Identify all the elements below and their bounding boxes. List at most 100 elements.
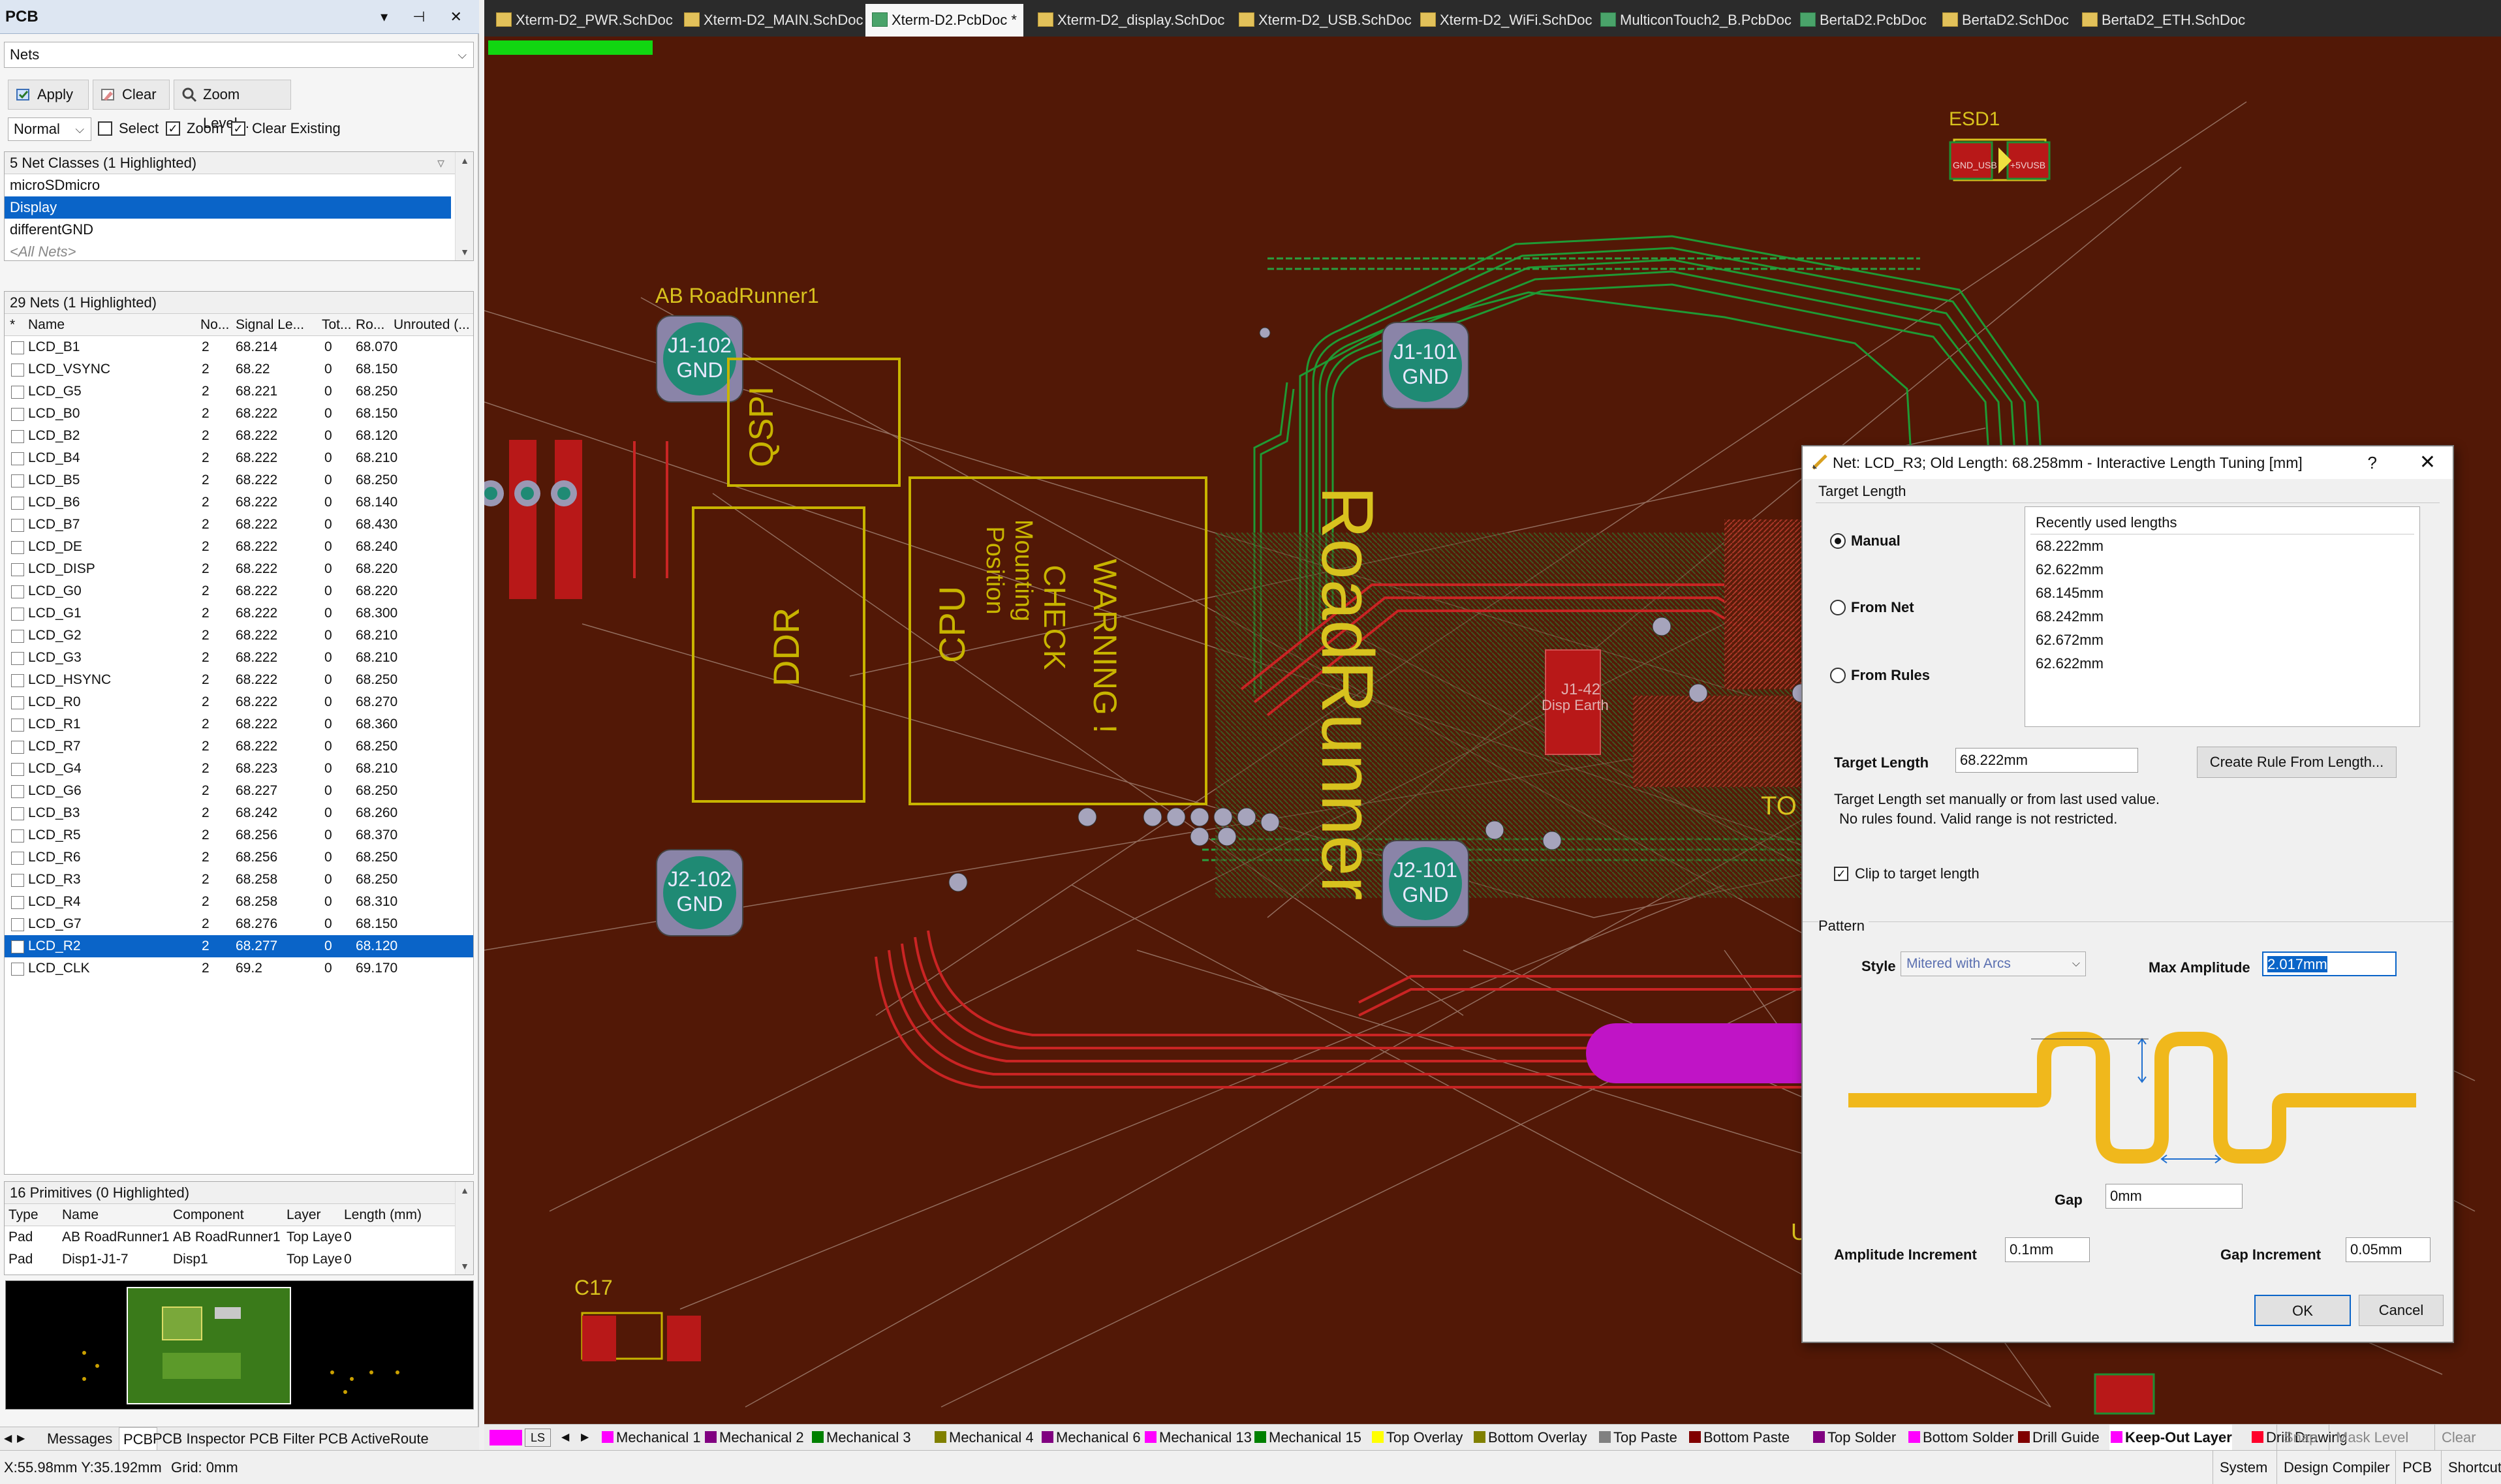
layer-tab[interactable]: Mechanical 13 [1143, 1425, 1252, 1451]
doc-tab[interactable]: Xterm-D2_USB.SchDoc [1232, 4, 1412, 37]
recent-length-item[interactable]: 68.242mm [2036, 608, 2104, 625]
scroll-down-icon[interactable]: ▼ [460, 1261, 469, 1271]
net-highlight-checkbox[interactable] [11, 696, 24, 709]
net-highlight-checkbox[interactable] [11, 940, 24, 953]
net-highlight-checkbox[interactable] [11, 719, 24, 732]
primitive-row[interactable]: Pad AB RoadRunner1 AB RoadRunner1 Top La… [5, 1226, 473, 1248]
select-checkbox[interactable]: Select [98, 117, 159, 140]
layer-tab[interactable]: Top Paste [1598, 1425, 1677, 1451]
component-pad[interactable] [2094, 1373, 2155, 1415]
system-button[interactable]: System [2213, 1451, 2274, 1484]
mounting-pad-j1-102[interactable]: J1-102 GND [656, 315, 743, 403]
current-layer-swatch[interactable] [489, 1430, 522, 1445]
help-button[interactable]: ? [2367, 453, 2377, 472]
doc-tab[interactable]: Xterm-D2_PWR.SchDoc [489, 4, 673, 37]
ok-button[interactable]: OK [2254, 1295, 2351, 1326]
net-highlight-checkbox[interactable] [11, 763, 24, 776]
net-highlight-checkbox[interactable] [11, 829, 24, 842]
net-highlight-checkbox[interactable] [11, 630, 24, 643]
layer-tab[interactable]: Bottom Overlay [1472, 1425, 1587, 1451]
layer-next-icon[interactable]: ▶ [581, 1432, 589, 1443]
layer-set-button[interactable]: LS [525, 1429, 551, 1447]
scroll-up-icon[interactable]: ▲ [460, 1185, 469, 1196]
doc-tab[interactable]: Xterm-D2_WiFi.SchDoc [1414, 4, 1592, 37]
mounting-pad-j2-102[interactable]: J2-102 GND [656, 849, 743, 936]
target-length-input[interactable]: 68.222mm [1955, 748, 2138, 773]
net-highlight-checkbox[interactable] [11, 497, 24, 510]
col-length[interactable]: Length (mm) [344, 1207, 422, 1222]
net-highlight-checkbox[interactable] [11, 674, 24, 687]
gap-increment-input[interactable]: 0.05mm [2346, 1237, 2431, 1262]
net-highlight-checkbox[interactable] [11, 918, 24, 931]
filter-icon[interactable]: ▿ [437, 155, 444, 171]
layer-tab[interactable]: Mechanical 6 [1040, 1425, 1141, 1451]
layer-tab[interactable]: Top Overlay [1371, 1425, 1463, 1451]
layer-tab[interactable]: Bottom Paste [1688, 1425, 1790, 1451]
net-highlight-checkbox[interactable] [11, 852, 24, 865]
mounting-pad-j2-101[interactable]: J2-101 GND [1382, 840, 1469, 927]
primitives-scrollbar[interactable]: ▲ ▼ [455, 1182, 473, 1275]
col-type[interactable]: Type [8, 1207, 39, 1222]
tab-pcb-filter[interactable]: PCB Filter [249, 1430, 315, 1447]
shortcuts-button[interactable]: Shortcuts [2441, 1451, 2501, 1484]
net-class-item-selected[interactable]: Display [5, 196, 451, 219]
net-highlight-checkbox[interactable] [11, 741, 24, 754]
clip-to-target-checkbox[interactable]: ✓ Clip to target length [1834, 863, 1980, 885]
board-minimap[interactable] [5, 1280, 474, 1410]
net-highlight-checkbox[interactable] [11, 430, 24, 443]
net-highlight-checkbox[interactable] [11, 874, 24, 887]
doc-tab[interactable]: BertaD2.SchDoc [1936, 4, 2069, 37]
from-net-radio[interactable]: From Net [1830, 598, 1914, 617]
layer-tab[interactable]: Mechanical 15 [1253, 1425, 1361, 1451]
max-amplitude-input[interactable]: 2.017mm [2262, 951, 2397, 976]
net-highlight-checkbox[interactable] [11, 474, 24, 487]
net-classes-scrollbar[interactable]: ▲ ▼ [455, 152, 473, 260]
snap-button[interactable]: Snap [2276, 1425, 2317, 1451]
pcb-button[interactable]: PCB [2395, 1451, 2438, 1484]
j1-42-pad[interactable]: J1-42 Disp Earth [1542, 649, 1609, 755]
net-highlight-checkbox[interactable] [11, 363, 24, 377]
left-connector[interactable] [484, 440, 582, 599]
net-highlight-checkbox[interactable] [11, 652, 24, 665]
recent-length-item[interactable]: 62.622mm [2036, 561, 2104, 578]
clear-existing-checkbox[interactable]: ✓ Clear Existing [231, 117, 341, 140]
tab-messages[interactable]: Messages [47, 1430, 113, 1447]
col-nodes[interactable]: No... [200, 317, 230, 332]
net-highlight-checkbox[interactable] [11, 608, 24, 621]
doc-tab[interactable]: MulticonTouch2_B.PcbDoc [1594, 4, 1792, 37]
tab-prev-icon[interactable]: ◀ [4, 1433, 12, 1444]
clear-button[interactable]: Clear [93, 80, 170, 110]
net-class-item[interactable]: <All Nets> [5, 241, 473, 260]
col-component[interactable]: Component [173, 1207, 244, 1222]
primitive-row[interactable]: Pad Disp1-J1-7 Disp1 Top Layer 0 [5, 1248, 473, 1271]
net-highlight-checkbox[interactable] [11, 585, 24, 598]
panel-mode-dropdown[interactable]: Nets ⌵ [4, 42, 474, 68]
layer-tab[interactable]: Mechanical 2 [704, 1425, 804, 1451]
gap-input[interactable]: 0mm [2105, 1184, 2243, 1209]
net-highlight-checkbox[interactable] [11, 785, 24, 798]
doc-tab[interactable]: BertaD2.PcbDoc [1794, 4, 1927, 37]
layer-tab[interactable]: Drill Drawing [2250, 1425, 2348, 1451]
tab-pcb-activeroute[interactable]: PCB ActiveRoute [318, 1430, 429, 1447]
col-name[interactable]: Name [62, 1207, 99, 1222]
layer-prev-icon[interactable]: ◀ [561, 1432, 570, 1443]
layer-tab[interactable]: Mechanical 1 [600, 1425, 701, 1451]
doc-tab[interactable]: Xterm-D2_MAIN.SchDoc [677, 4, 863, 37]
create-rule-button[interactable]: Create Rule From Length... [2197, 747, 2397, 778]
